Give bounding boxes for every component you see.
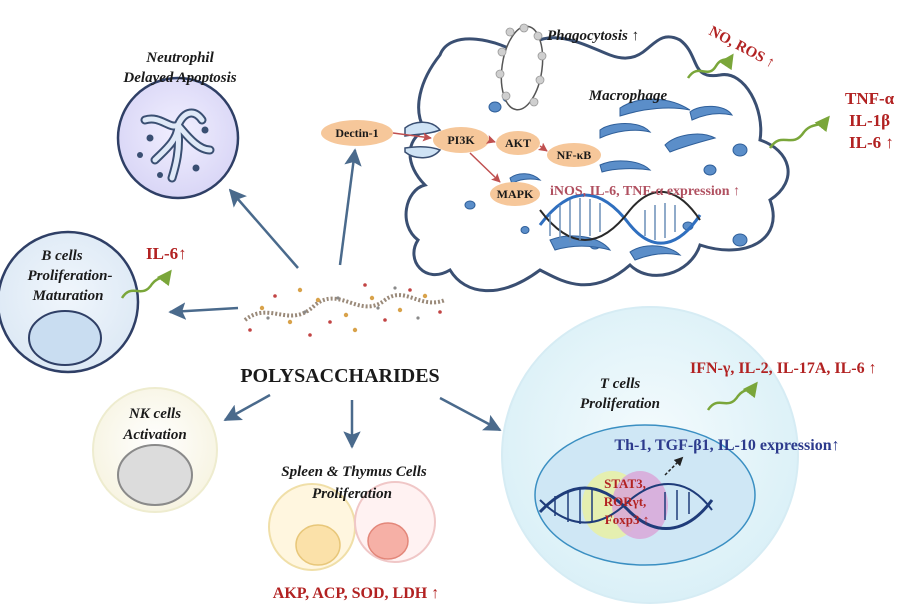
- polysaccharides-label: POLYSACCHARIDES: [240, 365, 439, 387]
- t-cell-transcription-blob: [582, 471, 668, 539]
- mapk-pill: [490, 182, 540, 206]
- dna-helix-tcell: [538, 483, 714, 530]
- neutrophil-subtitle: Delayed Apoptosis: [122, 70, 236, 86]
- squiggle-tcell: [706, 381, 758, 411]
- tcells-subtitle: Proliferation: [580, 396, 660, 412]
- spleen-thymus-cells: [268, 481, 436, 571]
- polysaccharide-molecule: [243, 283, 446, 337]
- arrow-to-nkcells: [223, 393, 271, 422]
- phagocytosis-label: Phagocytosis ↑: [547, 28, 639, 44]
- nkcells-subtitle: Activation: [122, 427, 186, 443]
- arrow-akt-nfkb: [537, 142, 548, 152]
- arrow-to-bcells: [168, 302, 239, 320]
- b-cell-nucleus: [28, 310, 102, 366]
- arrow-to-dectin: [338, 148, 362, 266]
- dna-helix-macrophage: [538, 191, 702, 245]
- arrow-to-tcells: [439, 396, 502, 432]
- mapk-label: MAPK: [497, 187, 534, 201]
- t-cell: [501, 306, 799, 604]
- squiggle-no-ros: [686, 53, 734, 79]
- tcells-factor-rorgt: RORγt,: [604, 494, 647, 509]
- pi3k-label: PI3K: [447, 133, 475, 147]
- nk-cell-nucleus: [117, 444, 193, 506]
- tcells-title: T cells: [600, 376, 641, 392]
- squiggle-il6-bcell: [120, 269, 172, 299]
- pi3k-pill: [433, 127, 489, 153]
- arrow-pi3k-mapk: [469, 152, 501, 183]
- arrow-tcell-expression: [664, 456, 684, 476]
- macrophage-title: Macrophage: [588, 88, 668, 104]
- akt-pill: [496, 131, 540, 155]
- macrophage-expression: iNOS, IL-6, TNF-α expression ↑: [550, 184, 740, 199]
- cytokine-tnf: TNF-α: [845, 89, 895, 108]
- tcells-output: IFN-γ, IL-2, IL-17A, IL-6 ↑: [690, 360, 877, 377]
- nk-cell: [92, 387, 218, 513]
- b-cell: [0, 230, 140, 374]
- dectin-1-receptor: [404, 121, 442, 159]
- neutrophil-title: Neutrophil: [145, 50, 214, 66]
- cytokine-il6: IL-6 ↑: [849, 133, 894, 152]
- pathway: [321, 120, 601, 206]
- arrow-dectin-pi3k: [392, 132, 432, 142]
- spleen-subtitle: Proliferation: [312, 486, 392, 502]
- spleen-title: Spleen & Thymus Cells: [281, 464, 427, 480]
- bcells-line3: Maturation: [32, 288, 104, 304]
- phagosome: [495, 23, 547, 111]
- macrophage: [404, 23, 790, 293]
- tcells-expression: Th-1, TGF-β1, IL-10 expression↑: [614, 437, 839, 454]
- neutrophil-cell: [116, 76, 240, 200]
- dectin-1-pill: [321, 120, 393, 146]
- nkcells-title: NK cells: [128, 406, 181, 422]
- secretion-arrows: [120, 53, 830, 411]
- tcells-factor-foxp3: Foxp3 ↑: [605, 512, 649, 527]
- bcells-line2: Proliferation-: [28, 268, 113, 284]
- bcells-title: B cells: [40, 248, 82, 264]
- squiggle-cytokines: [768, 115, 830, 149]
- tcells-factor-stat3: STAT3,: [604, 476, 646, 491]
- akt-label: AKT: [505, 136, 531, 150]
- dectin-1-label: Dectin-1: [335, 126, 378, 140]
- spleen-output: AKP, ACP, SOD, LDH ↑: [273, 585, 439, 602]
- arrow-to-neutrophil: [228, 188, 299, 269]
- cytokine-il1b: IL-1β: [849, 111, 890, 130]
- bcells-output: IL-6↑: [146, 244, 187, 263]
- organelles: [464, 94, 748, 261]
- nfkb-label: NF-κB: [557, 148, 592, 162]
- macrophage-membrane: [404, 35, 790, 293]
- nfkb-pill: [547, 143, 601, 167]
- center-arrows: [168, 148, 502, 449]
- arrow-pi3k-akt: [485, 135, 496, 144]
